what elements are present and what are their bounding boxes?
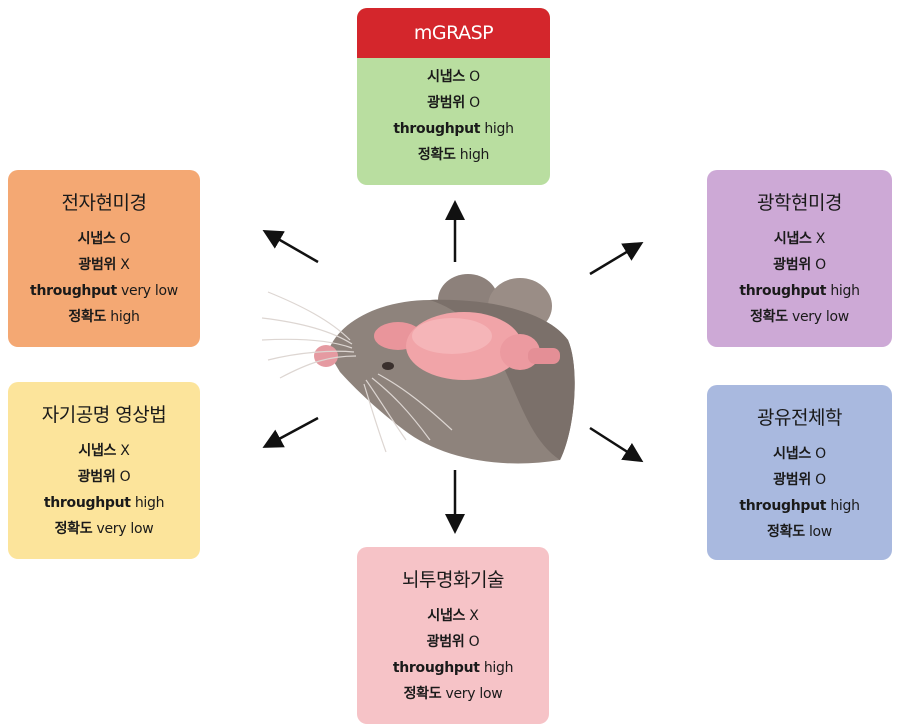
card-electron-microscopy: 전자현미경 시냅스 O 광범위 X throughput very low 정확…	[8, 170, 200, 347]
card-title: 전자현미경	[61, 192, 147, 214]
row-accuracy: 정확도 very low	[403, 686, 503, 702]
row-throughput: throughput high	[393, 121, 514, 137]
row-throughput: throughput very low	[30, 283, 178, 299]
card-mri: 자기공명 영상법 시냅스 X 광범위 O throughput high 정확도…	[8, 382, 200, 559]
row-accuracy: 정확도 high	[68, 309, 140, 325]
row-synapse: 시냅스 X	[773, 231, 826, 247]
arrow-lower-left	[262, 416, 319, 448]
row-range: 광범위 O	[773, 472, 826, 488]
row-synapse: 시냅스 X	[427, 608, 479, 624]
row-accuracy: 정확도 very low	[54, 521, 154, 537]
row-synapse: 시냅스 O	[773, 446, 826, 462]
row-range: 광범위 O	[426, 634, 480, 650]
card-title: 뇌투명화기술	[402, 569, 504, 591]
row-range: 광범위 O	[773, 257, 826, 273]
row-accuracy: 정확도 very low	[750, 309, 849, 325]
row-throughput: throughput high	[392, 660, 514, 676]
card-optogenetics: 광유전체학 시냅스 O 광범위 O throughput high 정확도 lo…	[707, 385, 892, 560]
row-accuracy: 정확도 high	[417, 147, 490, 163]
card-mgrasp: mGRASP 시냅스 O 광범위 O throughput high 정확도 h…	[357, 8, 550, 185]
brain	[374, 312, 560, 380]
row-accuracy: 정확도 low	[767, 524, 832, 540]
row-range: 광범위 O	[427, 95, 480, 111]
card-title: mGRASP	[357, 8, 550, 58]
row-throughput: throughput high	[739, 283, 860, 299]
row-synapse: 시냅스 X	[78, 443, 130, 459]
mouse-nose	[314, 345, 338, 367]
row-range: 광범위 O	[77, 469, 131, 485]
card-title: 자기공명 영상법	[41, 404, 167, 426]
mouse-eye	[382, 362, 394, 370]
arrow-upper-right	[589, 241, 644, 276]
card-optical-microscopy: 광학현미경 시냅스 X 광범위 O throughput high 정확도 ve…	[707, 170, 892, 347]
row-throughput: throughput high	[43, 495, 165, 511]
mouse-head-illustration	[261, 274, 575, 464]
row-range: 광범위 X	[78, 257, 130, 273]
row-throughput: throughput high	[739, 498, 860, 514]
arrow-upper-left	[262, 230, 319, 264]
card-title: 광유전체학	[757, 407, 842, 429]
row-synapse: 시냅스 O	[427, 69, 480, 85]
card-brain-clearing: 뇌투명화기술 시냅스 X 광범위 O throughput high 정확도 v…	[357, 547, 549, 724]
card-title: 광학현미경	[757, 192, 842, 214]
arrow-lower-right	[589, 426, 644, 463]
row-synapse: 시냅스 O	[77, 231, 131, 247]
